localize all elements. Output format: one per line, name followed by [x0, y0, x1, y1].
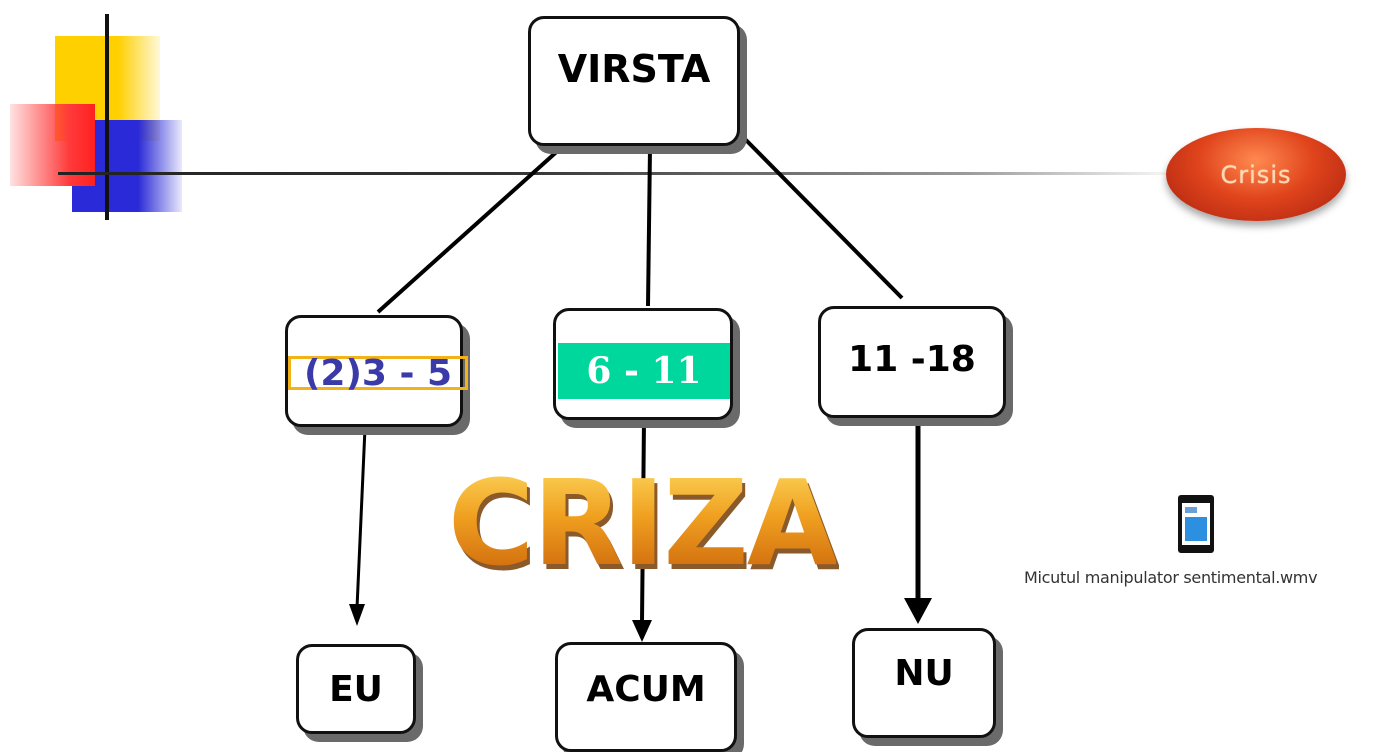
node-virsta-label: VIRSTA — [557, 47, 711, 91]
node-virsta: VIRSTA — [528, 16, 740, 146]
arrow-age1-to-eu — [349, 427, 367, 626]
connector-root-to-age2 — [646, 147, 652, 307]
connector-root-to-age1 — [376, 145, 564, 314]
node-age-11-18-label: 11 -18 — [848, 339, 976, 380]
video-file-icon[interactable] — [1176, 493, 1216, 555]
node-acum-label: ACUM — [586, 669, 706, 710]
decor-horizontal-line — [58, 172, 1188, 175]
node-nu-label: NU — [894, 653, 954, 694]
node-age-3-5: (2)3 - 5 — [285, 315, 468, 427]
arrow-age2-to-acum — [632, 419, 652, 642]
node-nu: NU — [852, 628, 996, 738]
node-acum: ACUM — [555, 642, 737, 752]
age-6-11-highlight: 6 - 11 — [558, 343, 730, 399]
node-eu: EU — [296, 644, 416, 734]
node-age-6-11: 6 - 11 — [553, 308, 733, 420]
node-age-6-11-label: 6 - 11 — [586, 350, 702, 392]
node-eu-label: EU — [329, 668, 383, 710]
age-3-5-highlight: (2)3 - 5 — [288, 353, 468, 394]
crisis-badge-label: Crisis — [1220, 160, 1292, 189]
video-file-name[interactable]: Micutul manipulator sentimental.wmv — [1024, 568, 1318, 587]
criza-wordart-text: CRIZA — [447, 453, 838, 592]
connector-root-to-age3 — [740, 134, 904, 300]
decor-vertical-line — [105, 14, 109, 220]
node-age-11-18: 11 -18 — [818, 306, 1006, 418]
arrow-age3-to-nu — [904, 420, 932, 624]
crisis-badge: Crisis — [1166, 128, 1346, 221]
criza-wordart: CRIZA — [448, 454, 838, 592]
node-age-3-5-label: (2)3 - 5 — [303, 352, 453, 394]
